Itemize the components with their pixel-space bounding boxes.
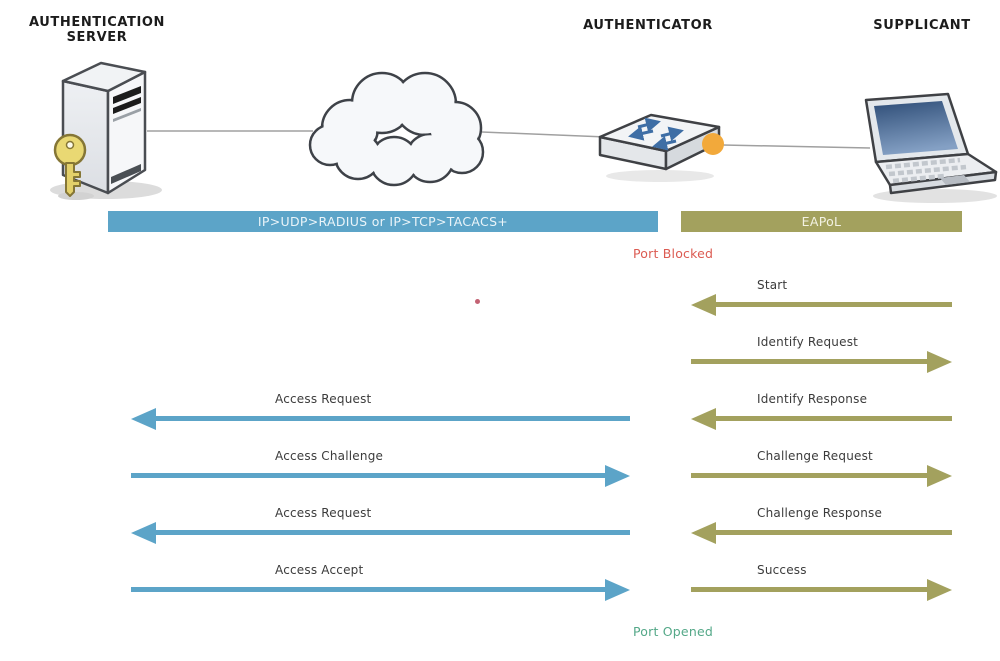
radius-message-access-accept: Access Accept	[131, 562, 630, 601]
eapol-message-identify-response: Identify Response	[691, 391, 952, 430]
left-arrow	[691, 294, 952, 316]
left-arrow	[131, 408, 630, 430]
right-arrow	[131, 579, 630, 601]
arrow-shaft	[131, 473, 610, 478]
message-label: Access Challenge	[275, 449, 384, 463]
message-label: Challenge Response	[757, 506, 883, 520]
left-arrow	[691, 408, 952, 430]
eapol-message-start: Start	[691, 277, 952, 316]
device-shadows	[50, 170, 997, 203]
eapol-message-success: Success	[691, 562, 952, 601]
radius-message-access-request-1: Access Request	[131, 391, 630, 430]
supplicant-label: SUPPLICANT	[873, 18, 971, 33]
authenticator-label: AUTHENTICATOR	[583, 18, 713, 33]
message-label: Start	[757, 278, 788, 292]
network-switch-icon	[598, 113, 721, 171]
arrow-shaft	[691, 587, 932, 592]
connector-lines	[147, 130, 871, 149]
arrowhead	[927, 465, 952, 487]
eapol-message-challenge-response: Challenge Response	[691, 505, 952, 544]
eapol-protocol-bar: EAPoL	[681, 211, 962, 232]
arrow-shaft	[691, 359, 932, 364]
message-label: Challenge Request	[757, 449, 873, 463]
arrowhead	[691, 294, 716, 316]
message-label: Success	[757, 563, 807, 577]
key-icon	[53, 133, 94, 200]
arrowhead	[927, 351, 952, 373]
radius-protocol-bar: IP>UDP>RADIUS or IP>TCP>TACACS+	[108, 211, 658, 232]
left-arrow	[131, 522, 630, 544]
left-arrow	[691, 522, 952, 544]
arrow-shaft	[151, 416, 630, 421]
authentication-server-label-line1: AUTHENTICATION	[28, 15, 166, 30]
stray-red-dot	[475, 299, 480, 304]
arrowhead	[131, 522, 156, 544]
orange-port-dot-icon	[702, 133, 724, 155]
eapol-message-challenge-request: Challenge Request	[691, 448, 952, 487]
message-label: Identify Request	[757, 335, 859, 349]
arrow-shaft	[151, 530, 630, 535]
arrow-shaft	[711, 416, 952, 421]
laptop-icon	[864, 92, 998, 195]
port-opened-status: Port Opened	[633, 624, 713, 639]
message-label: Access Request	[275, 506, 372, 520]
message-label: Access Accept	[275, 563, 364, 577]
arrowhead	[605, 579, 630, 601]
authentication-server-label-line2: SERVER	[66, 30, 128, 45]
right-arrow	[691, 351, 952, 373]
arrow-shaft	[131, 587, 610, 592]
right-arrow	[691, 579, 952, 601]
eapol-message-identify-request: Identify Request	[691, 334, 952, 373]
authentication-server-label: AUTHENTICATION SERVER	[7, 15, 187, 45]
arrowhead	[691, 408, 716, 430]
radius-message-access-request-2: Access Request	[131, 505, 630, 544]
right-arrow	[131, 465, 630, 487]
arrow-shaft	[691, 473, 932, 478]
arrowhead	[131, 408, 156, 430]
arrowhead	[691, 522, 716, 544]
message-label: Access Request	[275, 392, 372, 406]
port-blocked-status: Port Blocked	[633, 246, 714, 261]
arrowhead	[927, 579, 952, 601]
arrow-shaft	[711, 302, 952, 307]
right-arrow	[691, 465, 952, 487]
message-label: Identify Response	[757, 392, 868, 406]
network-cloud-icon	[308, 71, 485, 187]
server-with-key-icon	[53, 61, 147, 200]
arrowhead	[605, 465, 630, 487]
arrow-shaft	[711, 530, 952, 535]
radius-message-access-challenge: Access Challenge	[131, 448, 630, 487]
